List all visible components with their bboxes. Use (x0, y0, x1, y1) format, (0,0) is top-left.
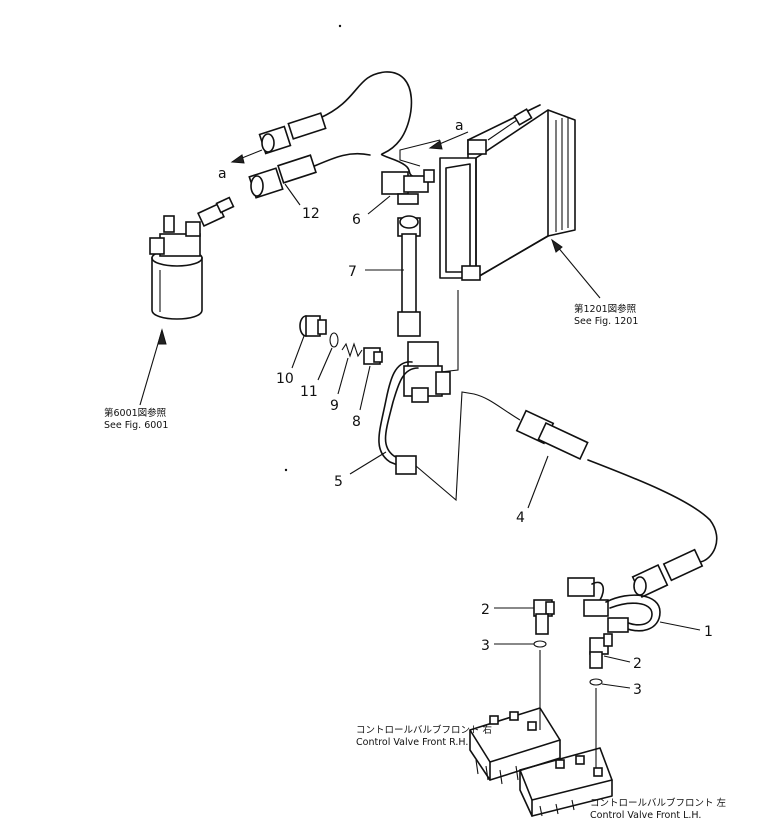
plug-10 (299, 315, 327, 337)
label-7: 7 (348, 264, 357, 280)
ref-fig6001-en: See Fig. 6001 (104, 420, 168, 431)
valve-rh-en: Control Valve Front R.H. (356, 737, 468, 748)
control-valve-front-rh (469, 707, 561, 785)
valve-lh-jp: コントロールバルブフロント 左 (590, 797, 727, 809)
valve-lh-en: Control Valve Front L.H. (590, 810, 701, 819)
elbow-6 (381, 169, 435, 205)
leader-3b (601, 683, 631, 689)
ref-fig1201-jp: 第1201図参照 (574, 303, 637, 315)
label-a-left: a (218, 166, 227, 182)
u-pipe-1 (567, 577, 661, 633)
valve-8 (363, 347, 383, 365)
label-4: 4 (516, 510, 525, 526)
leader-2b (603, 655, 631, 663)
o-ring-3-right-hand (533, 640, 547, 648)
label-2a: 2 (481, 602, 490, 618)
label-10: 10 (276, 371, 294, 387)
label-2b: 2 (633, 656, 642, 672)
hose-12-upper-fitting (258, 112, 327, 155)
filter-ref-pointer (139, 328, 167, 406)
label-a-right: a (455, 118, 464, 134)
elbow-2-right-hand (533, 599, 555, 635)
tube-5 (378, 361, 419, 475)
arrow-a-right (428, 131, 469, 150)
cooler-ref-pointer (551, 238, 601, 299)
dot-mark (338, 24, 342, 28)
leader-6 (367, 195, 391, 215)
label-1: 1 (704, 624, 713, 640)
leader-12 (284, 183, 301, 206)
tee-connector (403, 341, 451, 403)
valve-rh-jp: コントロールバルブフロント 右 (356, 724, 492, 736)
label-11: 11 (300, 384, 318, 400)
ref-fig6001-jp: 第6001図参照 (104, 407, 167, 419)
label-3b: 3 (633, 682, 642, 698)
hose-7 (397, 215, 421, 337)
leader-10 (291, 335, 305, 369)
spring-9 (341, 342, 363, 358)
elbow-2-left-hand (589, 633, 613, 669)
leader-4 (527, 455, 549, 509)
line-filter (149, 196, 235, 320)
leader-9 (337, 357, 349, 395)
label-6: 6 (352, 212, 361, 228)
label-5: 5 (334, 474, 343, 490)
o-ring-11 (329, 332, 339, 348)
tube-5-to-hose-4-line (415, 391, 521, 502)
hose-12-loop (319, 71, 421, 179)
oil-cooler (439, 104, 576, 281)
dot-mark (284, 468, 288, 472)
leader-11 (317, 347, 333, 381)
leader-1 (659, 621, 701, 631)
label-9: 9 (330, 398, 339, 414)
leader-8 (359, 365, 371, 411)
label-3a: 3 (481, 638, 490, 654)
hose-12-lower-fitting (248, 154, 317, 199)
ref-fig1201-en: See Fig. 1201 (574, 316, 638, 327)
label-12: 12 (302, 206, 320, 222)
label-8: 8 (352, 414, 361, 430)
control-valve-front-lh (519, 747, 613, 817)
arrow-a-left (230, 149, 263, 164)
o-ring-3-left-hand (589, 678, 603, 686)
leader-5 (349, 451, 387, 475)
hose-4 (515, 409, 718, 598)
